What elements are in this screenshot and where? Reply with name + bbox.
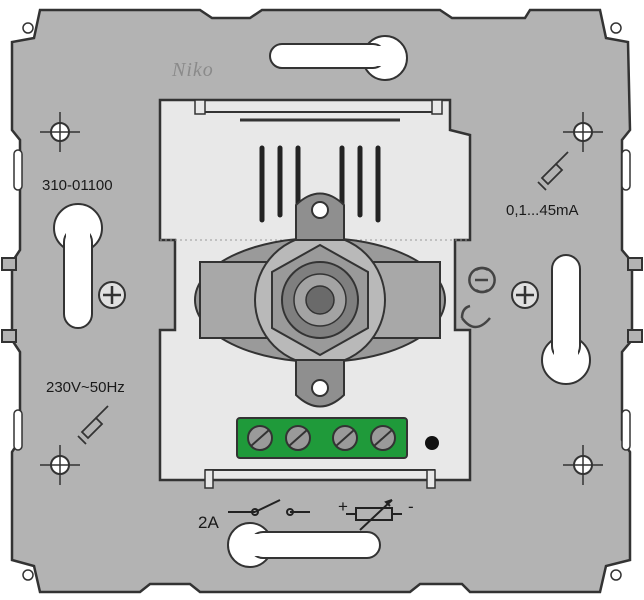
fixing-hole-bottom-right xyxy=(563,445,603,485)
edge-hole xyxy=(22,569,34,581)
polarity-minus-label: - xyxy=(408,497,414,516)
brand-logo: Niko xyxy=(171,59,214,81)
left-tab-upper xyxy=(1,257,17,271)
screwdriver-icon xyxy=(537,151,569,191)
keyhole-slot-bottom xyxy=(227,522,381,568)
ce-mark-icon xyxy=(460,266,496,329)
fixing-hole-top-left xyxy=(40,112,80,152)
side-slot xyxy=(621,149,631,191)
terminal-screw-1[interactable] xyxy=(247,425,273,451)
terminal-screw-4[interactable] xyxy=(370,425,396,451)
side-slot xyxy=(621,409,631,451)
right-tab-upper xyxy=(627,257,643,271)
fixing-hole-top-right xyxy=(563,112,603,152)
keyhole-slot-top xyxy=(269,35,408,81)
screwdriver-icon xyxy=(77,405,109,445)
left-tab-lower xyxy=(1,329,17,343)
indicator-dot xyxy=(425,436,439,450)
fuse-rating-label: 2A xyxy=(198,513,219,532)
current-range-label: 0,1...45mA xyxy=(506,202,579,219)
edge-hole xyxy=(610,22,622,34)
right-tab-lower xyxy=(627,329,643,343)
fixing-screw-icon[interactable] xyxy=(98,281,126,309)
terminal-screw-2[interactable] xyxy=(285,425,311,451)
fixing-hole-bottom-left xyxy=(40,445,80,485)
keyhole-slot-right xyxy=(541,254,591,385)
voltage-label: 230V~50Hz xyxy=(46,379,125,396)
article-number-label: 310-01100 xyxy=(42,177,113,194)
terminal-block xyxy=(236,417,408,459)
switch-symbol-icon xyxy=(228,499,310,516)
polarity-plus-label: + xyxy=(338,497,348,516)
fixing-screw-icon[interactable] xyxy=(511,281,539,309)
terminal-screw-3[interactable] xyxy=(332,425,358,451)
control-knob[interactable] xyxy=(281,261,359,339)
side-slot xyxy=(13,409,23,451)
potentiometer-symbol-icon xyxy=(346,499,402,531)
edge-hole xyxy=(610,569,622,581)
keyhole-slot-left xyxy=(53,203,103,329)
side-slot xyxy=(13,149,23,191)
edge-hole xyxy=(22,22,34,34)
ventilation-slits xyxy=(259,145,381,223)
